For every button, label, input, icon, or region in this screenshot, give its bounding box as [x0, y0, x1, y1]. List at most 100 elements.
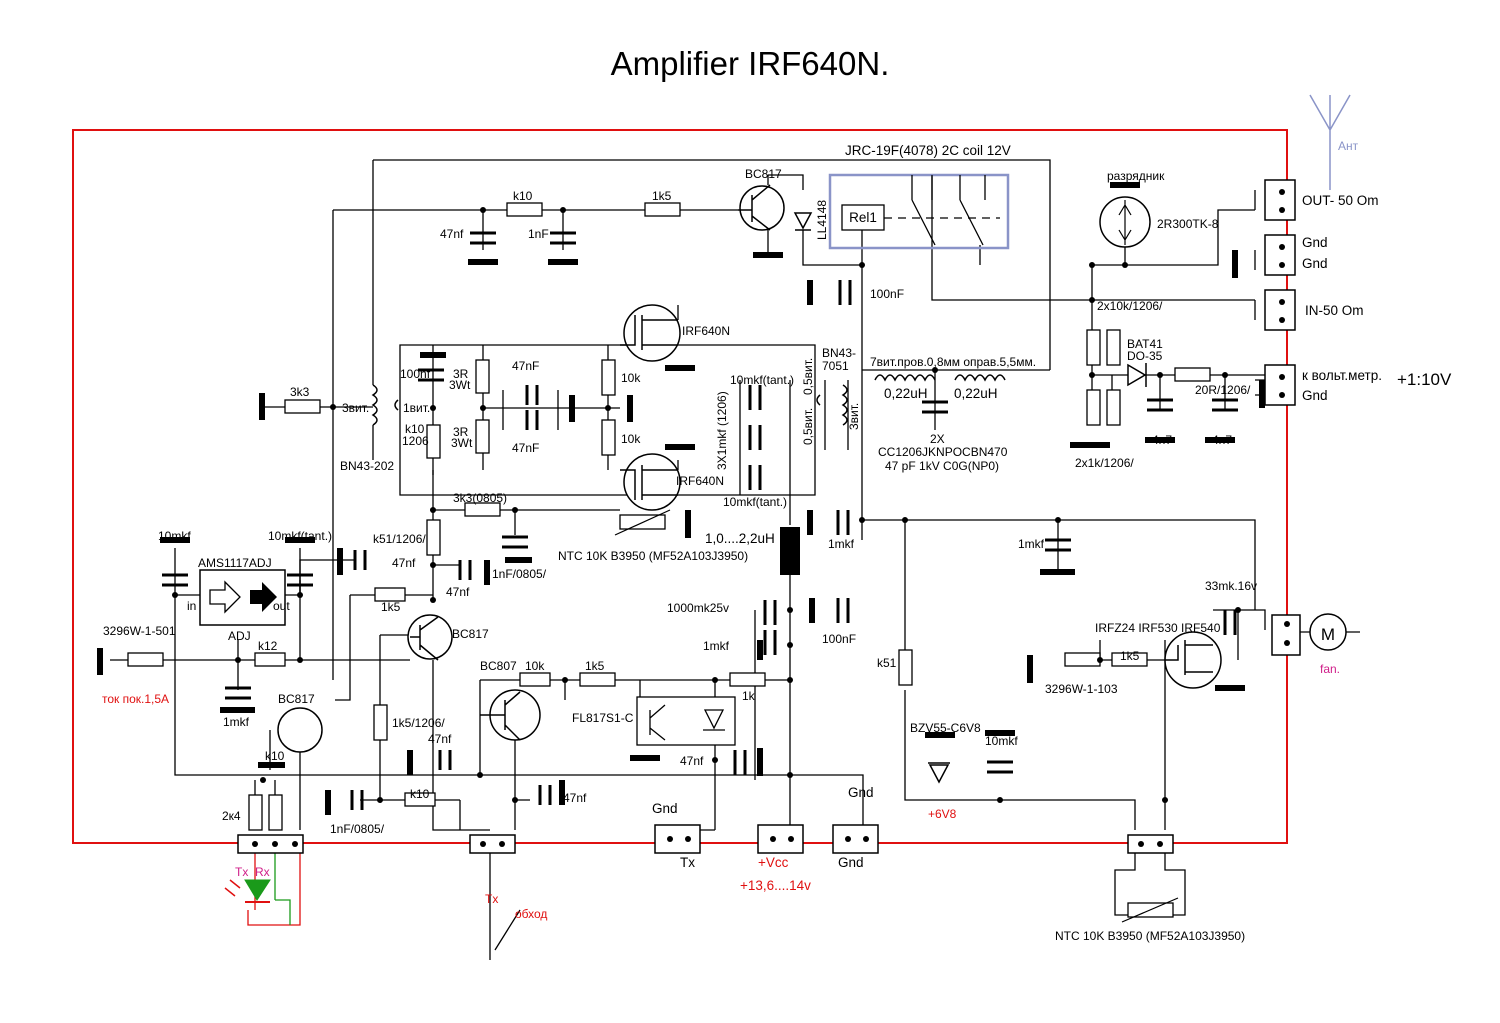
resistor-10k-b: [601, 419, 616, 456]
label-k51: k51: [877, 656, 897, 670]
relay-name: Rel1: [849, 210, 877, 225]
label-c1mkf-mid: 1mkf: [828, 537, 855, 551]
label-r2x10k: 2x10k/1206/: [1097, 299, 1163, 313]
label-r2x1k: 2x1k/1206/: [1075, 456, 1134, 470]
resistor-10k-b: [1106, 329, 1121, 366]
resistor-1k-b: [1106, 389, 1121, 426]
label-r10k-b: 10k: [621, 432, 641, 446]
label-l1-2uh: 1,0....2,2uH: [705, 531, 775, 546]
connector-tx: [654, 824, 701, 854]
resistor-k10-top: [506, 202, 543, 217]
resistor-10k-bc807: [519, 672, 551, 687]
label-vit05b: 0,5вит.: [801, 408, 815, 445]
connector-led: [237, 834, 304, 854]
label-c33mk: 33mk.16v: [1205, 579, 1257, 593]
fan-motor-icon: [1309, 613, 1347, 651]
label-r10k-bc807: 10k: [525, 659, 545, 673]
relay-contacts: [884, 175, 1000, 246]
label-in: in: [187, 599, 196, 613]
label-k10-bot: k10: [265, 749, 285, 763]
label-vcc: +Vcc: [758, 855, 789, 870]
label-r1k5-bc807: 1k5: [585, 659, 605, 673]
capacitors: [162, 231, 1238, 810]
component-labels: разрядник 2R300TK-8 OUT- 50 Om Gnd Gnd I…: [102, 167, 1452, 943]
label-ams1117: AMS1117ADJ: [198, 556, 272, 570]
label-fl817: FL817S1-C: [572, 711, 634, 725]
label-c47nf-l2: 47nf: [446, 585, 470, 599]
connector-in: [1264, 289, 1296, 331]
label-k10-1206: k10: [405, 422, 425, 436]
transistor-bc817-mid: [407, 614, 453, 660]
port-voltmeter-label: к вольт.метр.: [1302, 368, 1382, 383]
resistor-2k4-b: [268, 794, 283, 831]
resistor-k10-bottom: [404, 792, 436, 807]
label-out: out: [273, 599, 290, 613]
label-bn43-7051b: 7051: [822, 359, 849, 373]
label-vit3-left: 3вит.: [342, 401, 369, 415]
relay-box: [828, 173, 1010, 250]
label-l022b: 0,22uH: [954, 386, 998, 401]
resistor-k12: [254, 652, 286, 667]
board-outline: [72, 129, 1288, 844]
diode-bat41: [1127, 363, 1147, 387]
resistor-10k-a: [601, 359, 616, 396]
transformers: [371, 374, 1006, 426]
label-r1k5-top: 1k5: [652, 189, 672, 203]
resistor-2k4-a: [248, 794, 263, 831]
optocoupler-fl817: [636, 696, 736, 746]
transistor-bc817-top: [739, 185, 785, 231]
label-vcc-range: +13,6....14v: [740, 878, 811, 893]
label-coil-spec: 7вит.пров.0,8мм оправ.5,5мм.: [870, 355, 1036, 369]
label-irf640-bot: IRF640N: [676, 474, 724, 488]
label-tx-conn: Tx: [680, 855, 695, 870]
label-v6v8: +6V8: [928, 807, 957, 821]
label-c4n7a: 4n7: [1152, 433, 1172, 447]
label-r1k5-fet: 1k5: [1120, 649, 1140, 663]
label-c47nf-a: 47nF: [512, 359, 539, 373]
label-c47pf: 47 pF 1kV C0G(NP0): [885, 459, 999, 473]
diode-zener: [928, 762, 950, 784]
label-k12: k12: [258, 639, 278, 653]
diodes: [793, 212, 1147, 784]
label-ntc-bot: NTC 10K B3950 (MF52A103J3950): [1055, 929, 1245, 943]
label-l022a: 0,22uH: [884, 386, 928, 401]
label-c1nf-top: 1nF: [528, 227, 549, 241]
label-bn43-7051a: BN43-: [822, 346, 856, 360]
label-bn43-202: BN43-202: [340, 459, 394, 473]
label-c10mkf-tant-top: 10mkf(tant.): [730, 373, 794, 387]
diode-ll4148: [793, 212, 813, 231]
label-r3r-a2: 3Wt: [449, 378, 471, 392]
label-r1k: 1k: [742, 689, 756, 703]
connector-pins: [252, 189, 1290, 847]
resistor-3r-a: [475, 359, 490, 394]
label-irfz24: IRFZ24 IRF530 IRF540: [1095, 621, 1221, 635]
coil-l2: [954, 374, 1006, 382]
choke-inductor: [780, 527, 800, 575]
label-r1k5-1206: 1k5/1206/: [392, 716, 445, 730]
resistor-1k5-fet: [1111, 652, 1148, 667]
transistor-bc817-bottom: [277, 707, 323, 753]
label-c1mkf-right: 1mkf: [1018, 537, 1045, 551]
label-r3r-a: 3R: [453, 367, 469, 381]
label-vit3-right: 3вит.: [847, 403, 861, 430]
label-k10-1206b: 1206: [402, 434, 429, 448]
antenna-label: Ант: [1338, 139, 1359, 153]
label-tx-led: Tx: [235, 865, 248, 879]
resistor-k10-1206: [426, 424, 441, 459]
label-bc817-top: BC817: [745, 167, 782, 181]
label-c2x: 2X: [930, 432, 945, 446]
resistor-1k5-left: [374, 587, 406, 602]
label-obhod: обход: [515, 907, 547, 921]
mosfet-irf640n-top: [623, 304, 681, 362]
port-in-label: IN-50 Om: [1305, 303, 1364, 318]
label-c47nf-l1: 47nf: [392, 556, 416, 570]
connector-gnd-bottom: [832, 824, 879, 854]
label-gnd-tx: Gnd: [652, 801, 678, 816]
label-c100nf-gate: 100nf: [400, 367, 431, 381]
port-voltmeter-gnd: Gnd: [1302, 388, 1328, 403]
port-out-label: OUT- 50 Om: [1302, 193, 1379, 208]
label-tx-sw: Tx: [485, 892, 498, 906]
port-gnd2-label: Gnd: [1302, 256, 1328, 271]
label-gnd-bot: Gnd: [838, 855, 864, 870]
label-irf640-top: IRF640N: [682, 324, 730, 338]
